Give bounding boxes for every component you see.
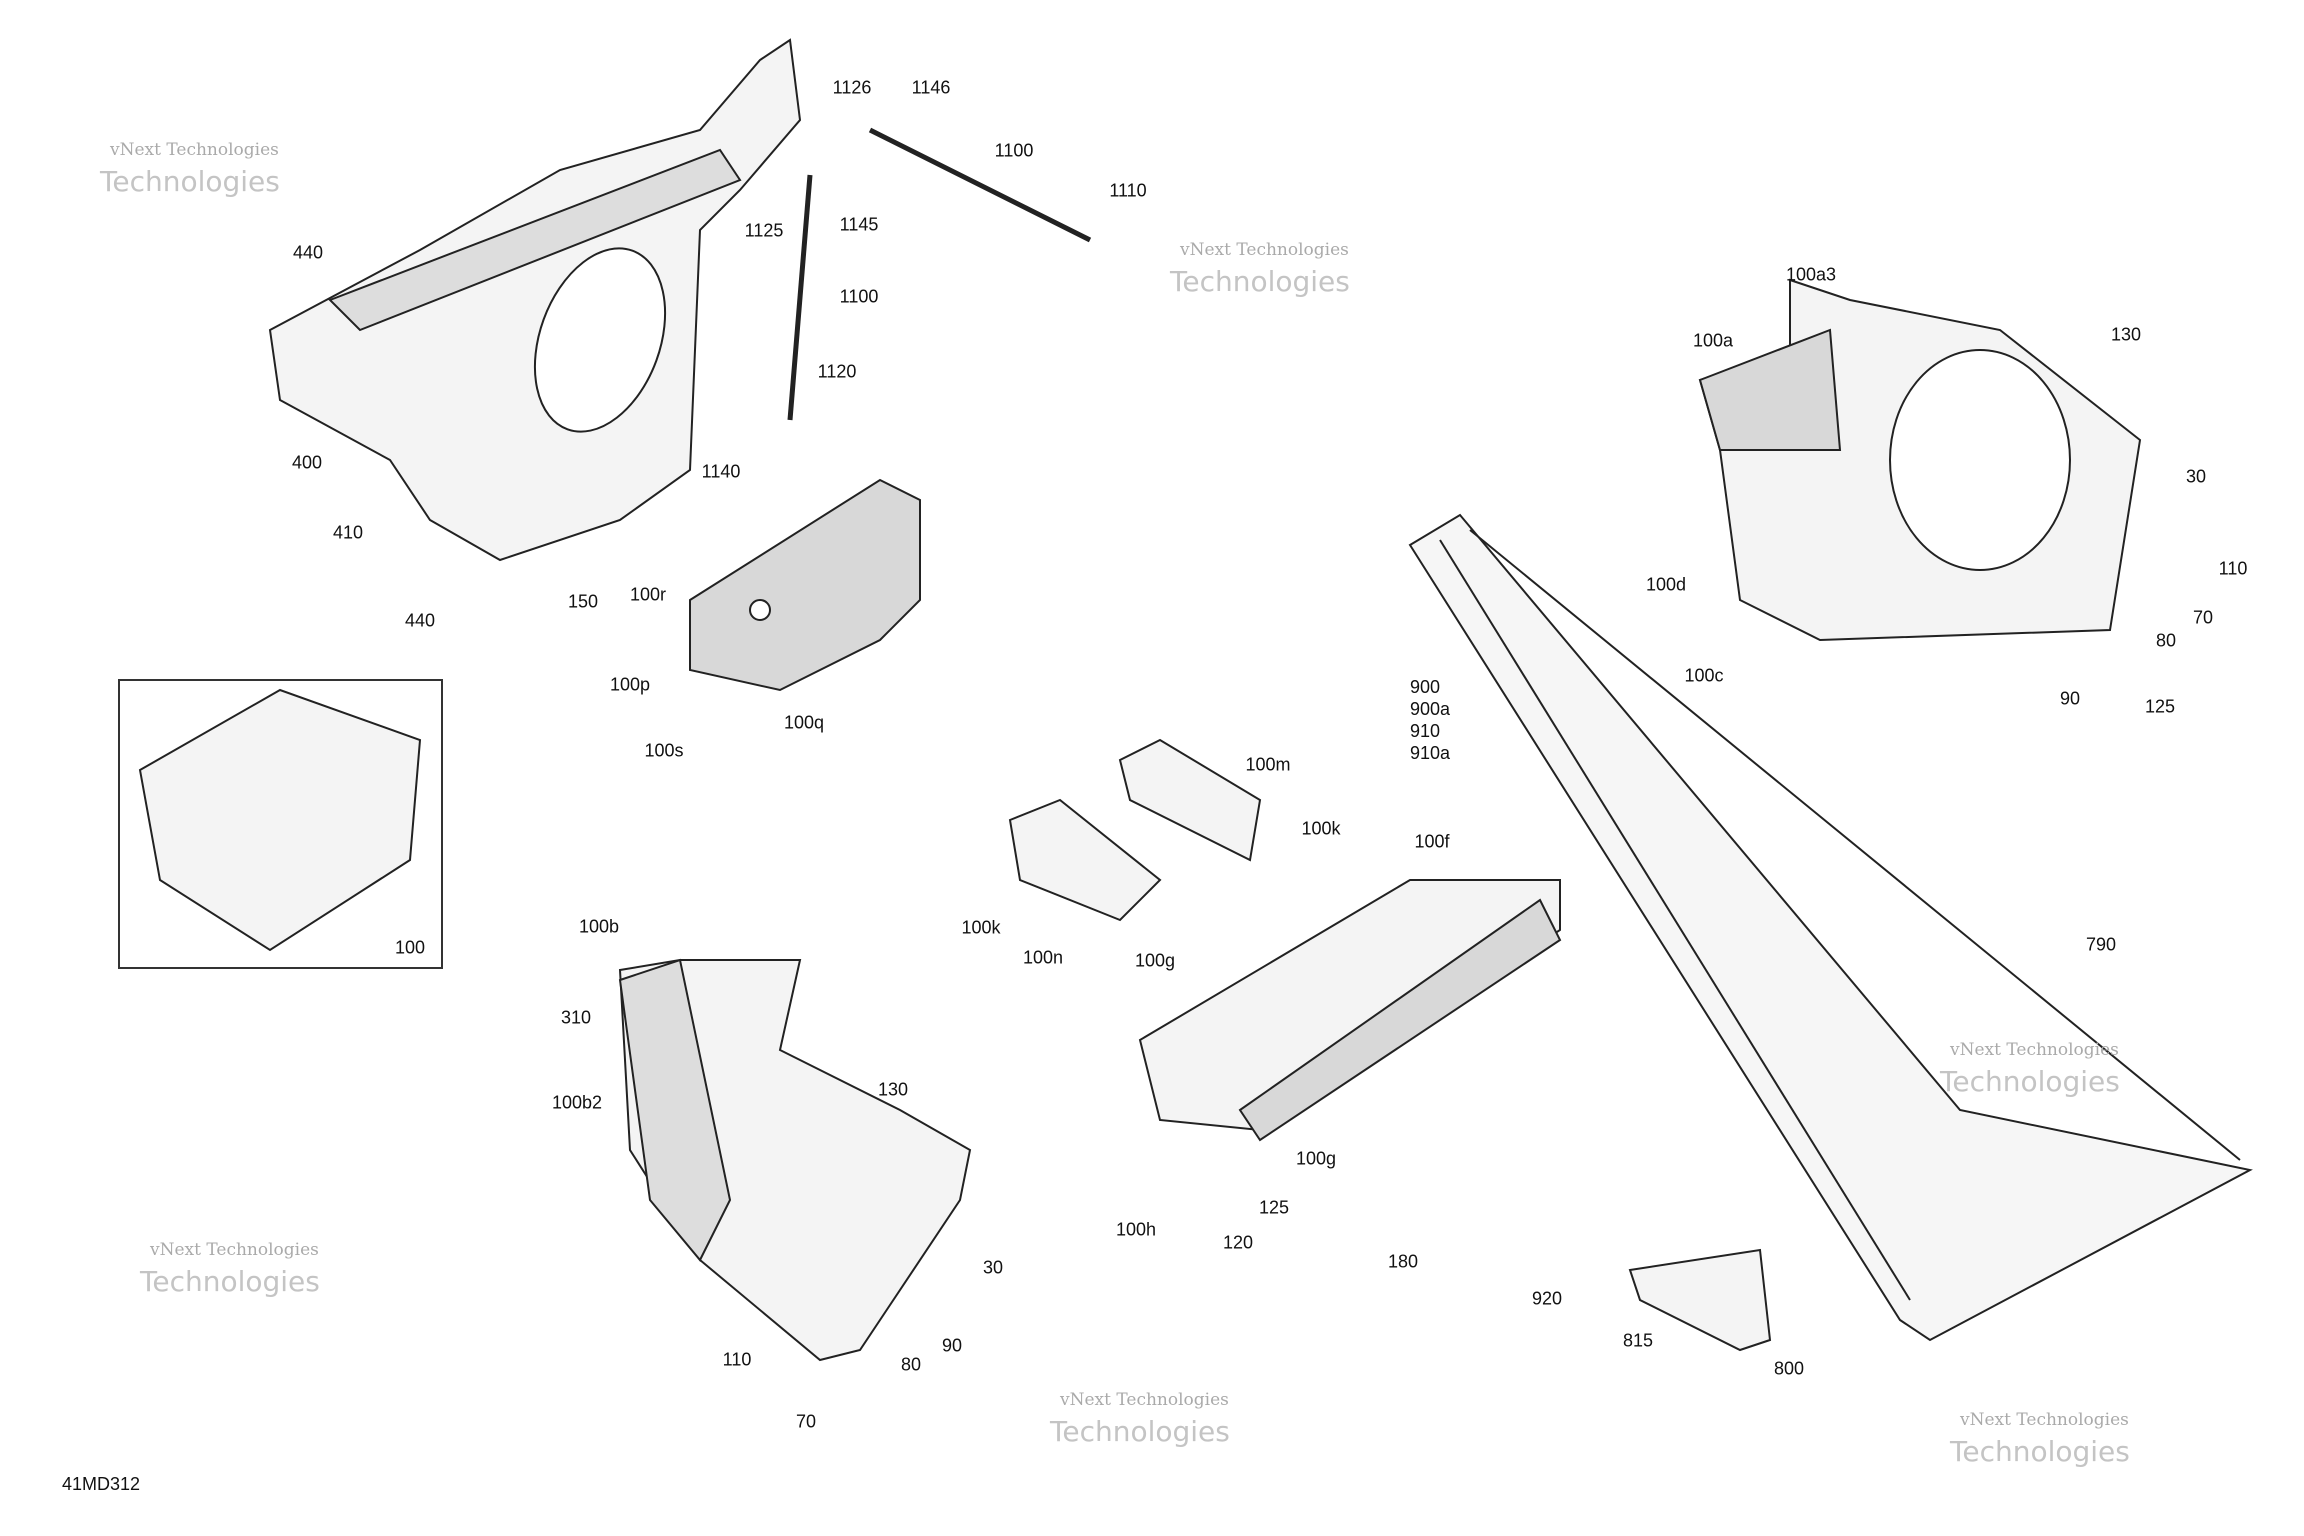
callout-100k: 100k: [961, 917, 1001, 938]
callout-815: 815: [1622, 1330, 1654, 1351]
callout-100a: 100a: [1692, 330, 1734, 351]
callout-100g: 100g: [1134, 950, 1176, 971]
skid-plate-100p: [689, 478, 921, 692]
tunnel-rails-900: [1408, 513, 2253, 1342]
callout-125: 125: [1258, 1197, 1290, 1218]
callout-100a3: 100a3: [1785, 264, 1837, 285]
callout-100q: 100q: [783, 712, 825, 733]
callout-100f: 100f: [1414, 831, 1450, 852]
rear-frame-upper: [268, 38, 1092, 562]
inset-frame-box: [118, 679, 443, 969]
callout-400: 400: [291, 452, 323, 473]
callout-120: 120: [1222, 1232, 1254, 1253]
front-frame-100a: [1698, 278, 2142, 642]
callout-100k: 100k: [1301, 818, 1341, 839]
callout-100m: 100m: [1245, 754, 1291, 775]
watermark: Technologies: [100, 165, 280, 198]
callout-1126: 1126: [832, 77, 872, 98]
callout-1100: 1100: [994, 140, 1034, 161]
watermark: Technologies: [140, 1265, 320, 1298]
callout-90: 90: [941, 1335, 963, 1356]
watermark: vNext Technologies: [1060, 1390, 1229, 1410]
callout-130: 130: [877, 1079, 909, 1100]
callout-1125: 1125: [744, 220, 784, 241]
callout-70: 70: [795, 1411, 817, 1432]
callout-80: 80: [2155, 630, 2177, 651]
callout-440: 440: [404, 610, 436, 631]
inset-frame-100: [138, 688, 422, 952]
callout-900-group: 900 900a 910 910a: [1410, 677, 1451, 763]
callout-100g: 100g: [1295, 1148, 1337, 1169]
callout-410: 410: [332, 522, 364, 543]
callout-150: 150: [567, 591, 599, 612]
callout-130: 130: [2110, 324, 2142, 345]
callout-110: 110: [722, 1349, 752, 1370]
callout-310: 310: [560, 1007, 592, 1028]
side-frame-100b: [618, 958, 972, 1362]
bracket-100f: [1138, 879, 1562, 1142]
callout-1100: 1100: [839, 286, 879, 307]
callout-800: 800: [1773, 1358, 1805, 1379]
diagram-reference-code: 41MD312: [62, 1474, 141, 1494]
callout-1110: 1110: [1109, 180, 1147, 201]
callout-920: 920: [1531, 1288, 1563, 1309]
callout-30: 30: [982, 1257, 1004, 1278]
callout-100r: 100r: [629, 584, 667, 605]
callout-100b2: 100b2: [551, 1092, 603, 1113]
callout-100h: 100h: [1115, 1219, 1157, 1240]
callout-100d: 100d: [1645, 574, 1687, 595]
watermark: Technologies: [1170, 265, 1350, 298]
watermark: Technologies: [1950, 1435, 2130, 1468]
watermark: vNext Technologies: [1950, 1040, 2119, 1060]
watermark: vNext Technologies: [110, 140, 279, 160]
callout-110: 110: [2218, 558, 2248, 579]
watermark: vNext Technologies: [1180, 240, 1349, 260]
watermark: Technologies: [1940, 1065, 2120, 1098]
callout-790: 790: [2085, 934, 2117, 955]
brackets-100n-100m: [1008, 738, 1262, 922]
callout-100c: 100c: [1684, 665, 1724, 686]
callout-80: 80: [900, 1354, 922, 1375]
callout-100s: 100s: [644, 740, 684, 761]
callout-440: 440: [292, 242, 324, 263]
watermark: Technologies: [1050, 1415, 1230, 1448]
callout-70: 70: [2192, 607, 2214, 628]
link-plate-800: [1628, 1248, 1772, 1352]
callout-100b: 100b: [578, 916, 620, 937]
callout-125: 125: [2144, 696, 2176, 717]
callout-1120: 1120: [817, 361, 857, 382]
callout-30: 30: [2185, 466, 2207, 487]
callout-1145: 1145: [839, 214, 879, 235]
callout-100p: 100p: [609, 674, 651, 695]
inset-label: 100: [394, 937, 426, 958]
callout-90: 90: [2059, 688, 2081, 709]
callout-180: 180: [1387, 1251, 1419, 1272]
callout-1140: 1140: [701, 461, 741, 482]
watermark: vNext Technologies: [1960, 1410, 2129, 1430]
callout-1146: 1146: [911, 77, 951, 98]
callout-100n: 100n: [1022, 947, 1064, 968]
watermark: vNext Technologies: [150, 1240, 319, 1260]
